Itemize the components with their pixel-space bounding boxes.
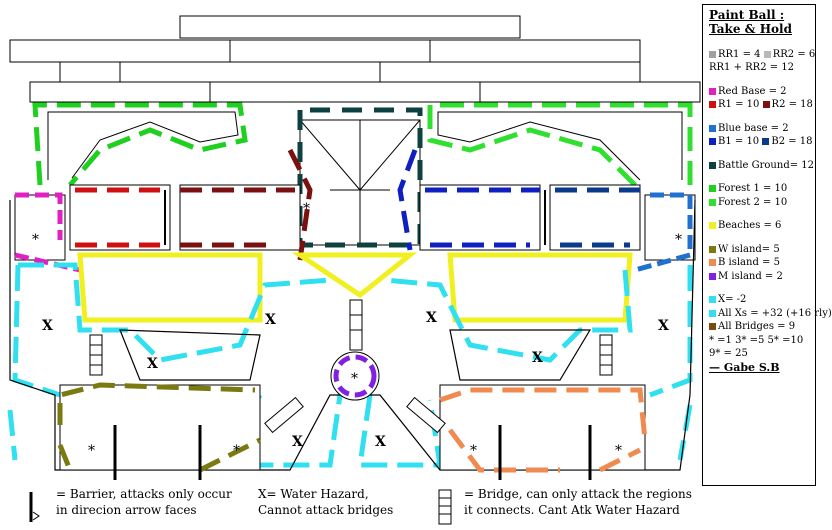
barrier-text-2: in direcion arrow faces xyxy=(56,503,197,518)
bridges-swatch xyxy=(709,323,716,331)
b-island-swatch xyxy=(709,259,716,267)
legend-rr2: RR2 = 6 xyxy=(772,48,816,60)
battle-ground-swatch xyxy=(709,161,716,169)
bridges xyxy=(89,299,613,434)
legend-m-island: M island = 2 xyxy=(718,270,783,282)
blue-region-1 xyxy=(549,184,641,251)
legend-r2: R2 = 18 xyxy=(771,99,813,111)
star-mark: * xyxy=(88,443,95,459)
barrier-legend: = Barrier, attacks only occur in direcio… xyxy=(56,486,232,518)
red-region-2 xyxy=(179,148,313,261)
r2-swatch xyxy=(762,101,770,109)
water-text-1: X= Water Hazard, xyxy=(258,487,369,501)
barrier-arrow-icon xyxy=(29,492,40,522)
water-x-mark: X xyxy=(42,318,53,334)
star-mark: * xyxy=(351,371,358,387)
barrier-text-1: = Barrier, attacks only occur xyxy=(56,487,232,501)
water-swatch xyxy=(709,309,716,317)
legend-forest1: Forest 1 = 10 xyxy=(718,183,788,195)
beaches-swatch xyxy=(709,222,716,230)
star-mark: * xyxy=(615,443,622,459)
red-base-swatch xyxy=(709,87,716,95)
forest-outline xyxy=(47,111,683,181)
legend-r1: R1 = 10 xyxy=(718,99,760,111)
legend-stars-1: * =1 3* =5 5* =10 xyxy=(709,334,804,346)
bridge-legend: = Bridge, can only attack the regions it… xyxy=(464,486,692,518)
water-legend: X= Water Hazard, Cannot attack bridges xyxy=(258,486,393,518)
w-island-swatch xyxy=(709,245,716,253)
star-mark: * xyxy=(675,232,682,248)
blue-base-swatch xyxy=(709,124,716,132)
game-board-map: X X X X X X X X * * * * * * * * xyxy=(7,15,701,480)
legend-rr-sum: RR1 + RR2 = 12 xyxy=(709,62,795,74)
m-island xyxy=(330,351,380,401)
legend-battle-ground: Battle Ground= 12 xyxy=(718,159,814,171)
m-island-swatch xyxy=(709,272,716,280)
forest-regions xyxy=(32,102,693,192)
water-x-mark: X xyxy=(265,312,276,328)
legend-title-2: Take & Hold xyxy=(709,21,792,36)
b-island xyxy=(439,384,648,473)
water-x-mark: X xyxy=(426,310,437,326)
legend-beaches: Beaches = 6 xyxy=(718,220,782,232)
star-mark: * xyxy=(233,443,240,459)
red-region-1 xyxy=(69,184,171,251)
r1-swatch xyxy=(709,101,716,109)
legend-all-bridges: All Bridges = 9 xyxy=(718,321,796,333)
forest1-swatch xyxy=(709,185,716,193)
star-mark: * xyxy=(470,443,477,459)
b2-swatch xyxy=(762,138,770,146)
legend-w-island: W island= 5 xyxy=(718,243,780,255)
blue-region-2 xyxy=(397,149,541,251)
map-legend: Paint Ball : Take & Hold RR1 = 4 RR2 = 6… xyxy=(702,4,832,486)
star-mark: * xyxy=(32,232,39,248)
bridge-icon xyxy=(438,489,452,525)
board-outline xyxy=(9,199,696,471)
legend-rr1: RR1 = 4 xyxy=(718,48,761,60)
bridge-text-1: = Bridge, can only attack the regions xyxy=(464,487,692,501)
legend-all-xs: All Xs = +32 (+16 rly) xyxy=(718,307,832,319)
legend-stars-2: 9* = 25 xyxy=(709,348,748,360)
rr1-swatch xyxy=(709,50,716,58)
star-mark: * xyxy=(303,201,310,217)
legend-x-value: X= -2 xyxy=(718,294,747,306)
legend-forest2: Forest 2 = 10 xyxy=(718,196,788,208)
legend-title-1: Paint Ball : xyxy=(709,8,785,22)
forest2-swatch xyxy=(709,198,716,206)
battle-ground xyxy=(297,107,423,248)
rr2-swatch xyxy=(763,50,771,58)
bridge-text-2: it connects. Cant Atk Water Hazard xyxy=(464,503,680,518)
water-x-mark: X xyxy=(375,434,386,450)
legend-red-base: Red Base = 2 xyxy=(718,85,787,97)
red-base xyxy=(14,192,81,273)
legend-signature: Gabe S.B xyxy=(723,360,780,374)
top-wall xyxy=(9,15,701,103)
b1-swatch xyxy=(709,138,716,146)
water-x-mark: X xyxy=(658,318,669,334)
legend-blue-base: Blue base = 2 xyxy=(718,122,789,134)
blue-base xyxy=(634,192,696,273)
barriers xyxy=(113,190,592,480)
water-x-mark: X xyxy=(147,356,158,372)
water-swatch xyxy=(709,296,716,304)
beaches xyxy=(77,252,633,323)
w-island xyxy=(57,382,262,473)
water-x-mark: X xyxy=(532,350,543,366)
legend-b2: B2 = 18 xyxy=(771,136,813,148)
water-x-mark: X xyxy=(292,434,303,450)
legend-b1: B1 = 10 xyxy=(718,136,760,148)
legend-b-island: B island = 5 xyxy=(718,257,780,269)
water-text-2: Cannot attack bridges xyxy=(258,503,394,518)
